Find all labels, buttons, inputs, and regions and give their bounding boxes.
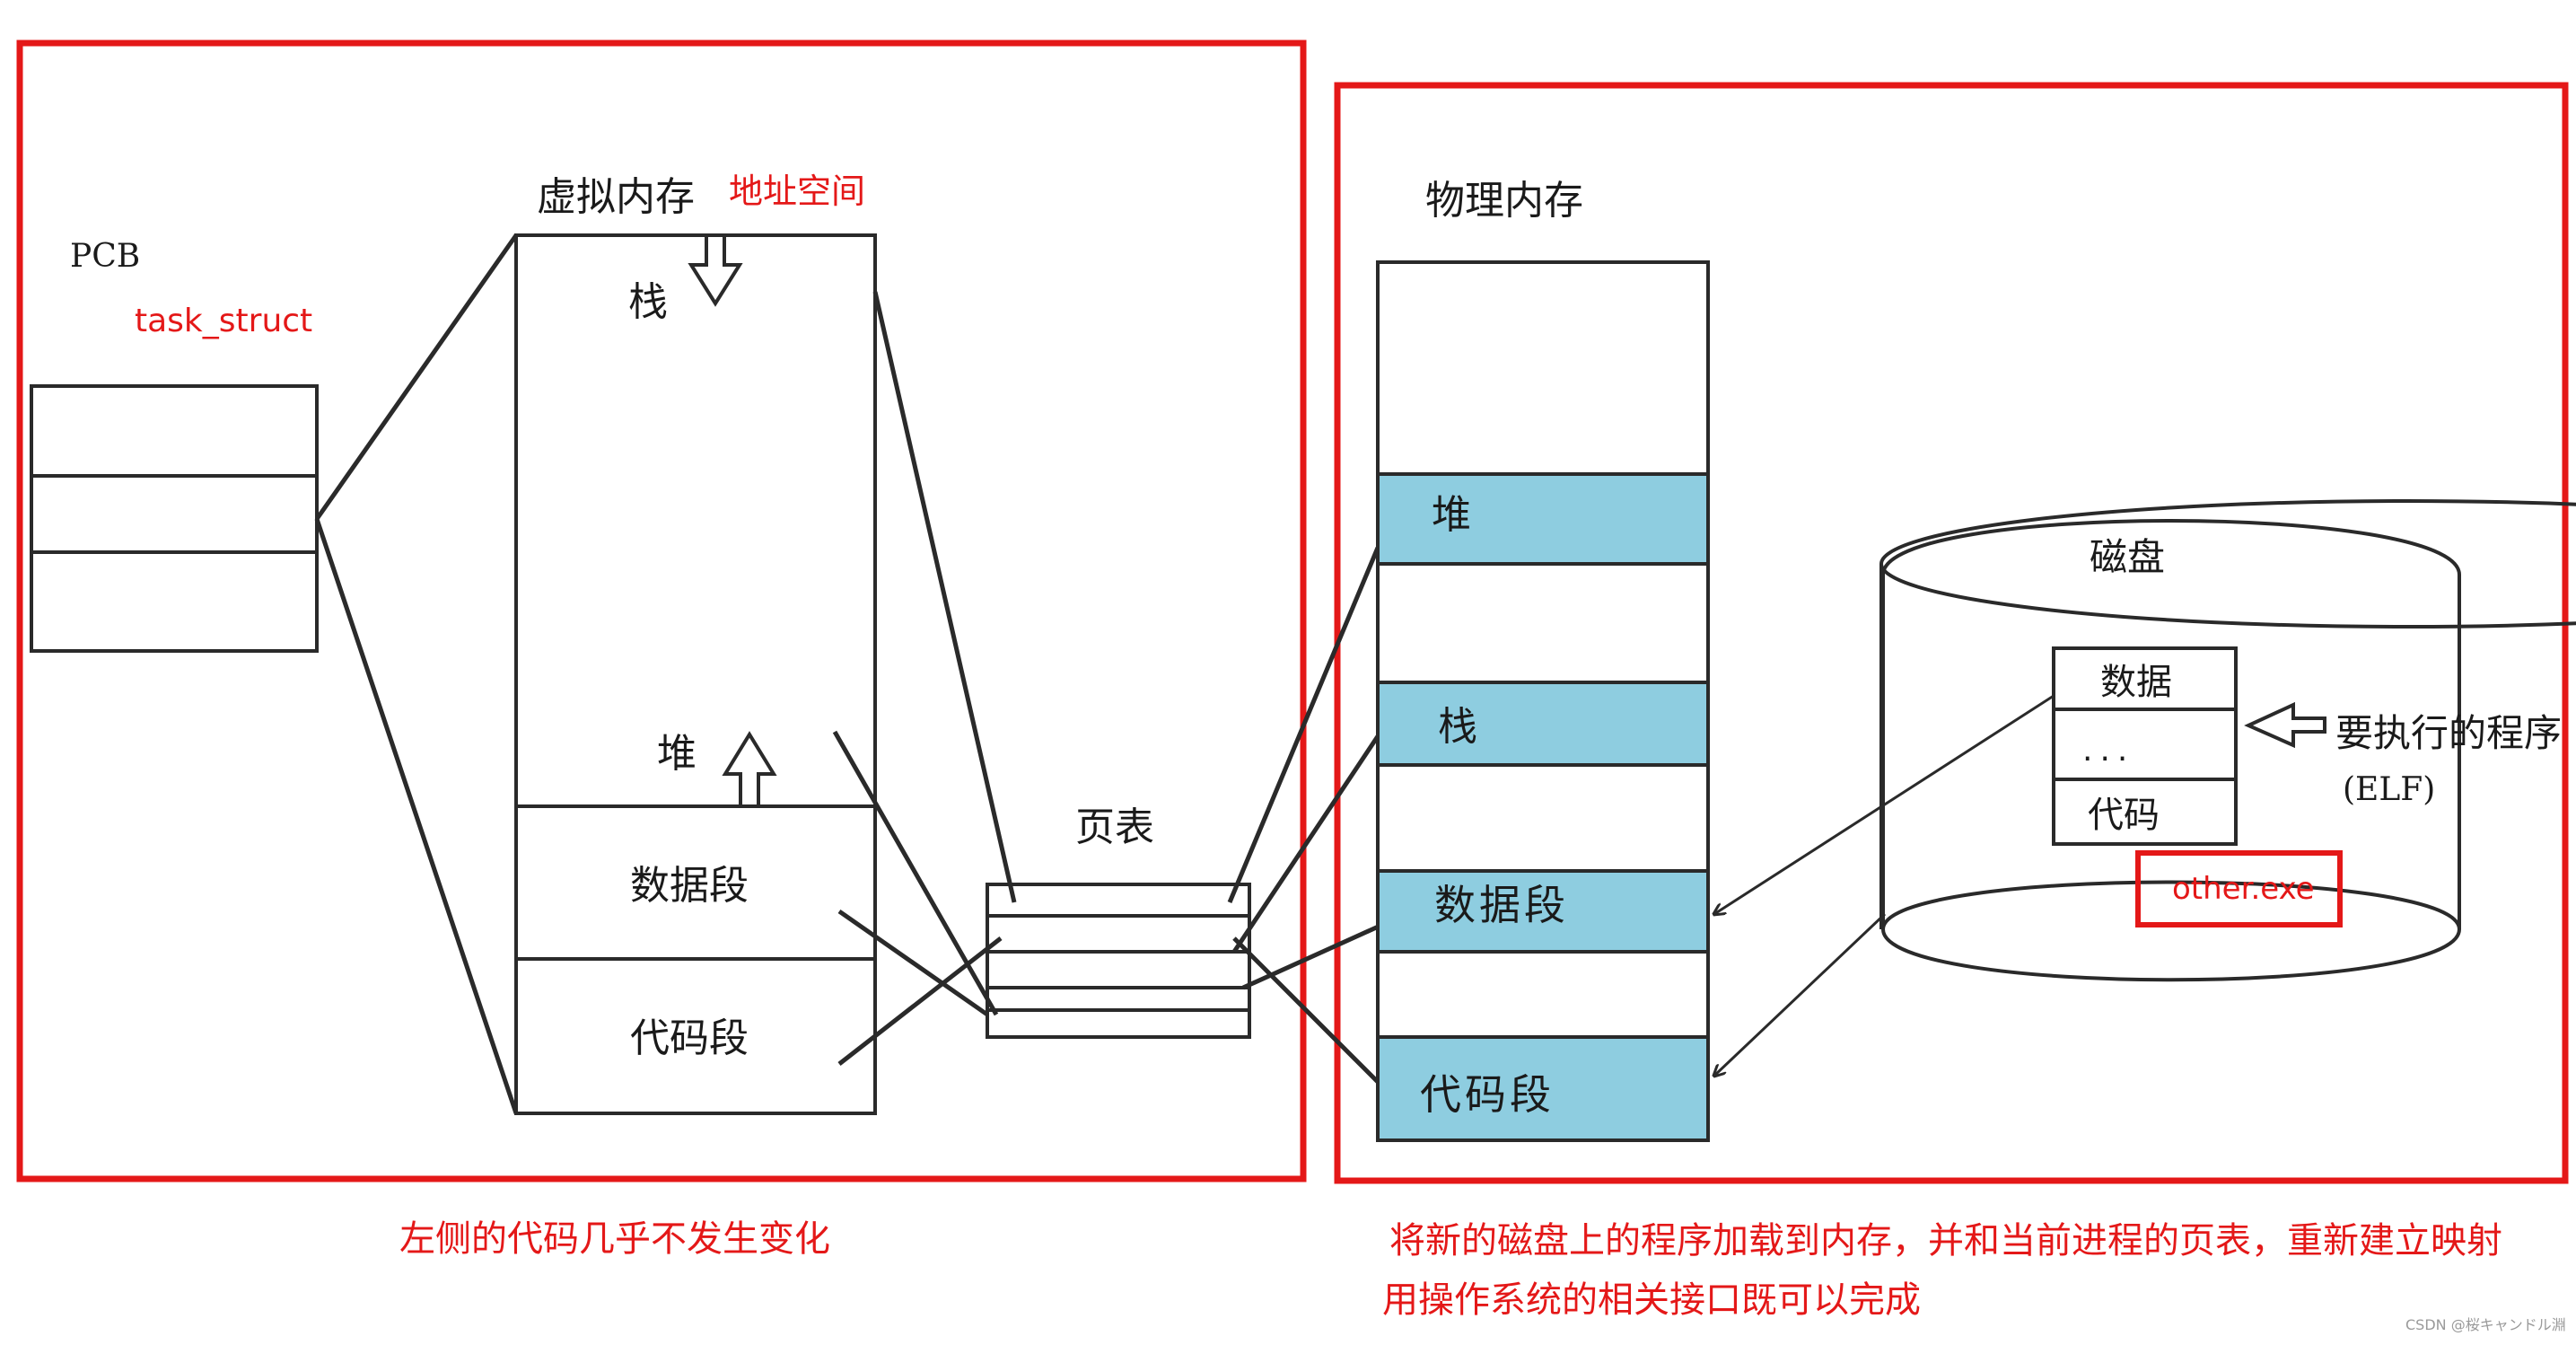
- file-dots-label: ...: [2082, 732, 2135, 769]
- heap-grow-arrow: [722, 731, 777, 806]
- vm-heap-label: 堆: [657, 731, 697, 777]
- program-label: 要执行的程序: [2335, 711, 2563, 755]
- vm-stack-label: 栈: [628, 279, 668, 325]
- left-red-frame: [16, 40, 1307, 1182]
- pcb-box: [30, 384, 319, 653]
- disk-to-pm-code-arrow: [1714, 912, 1887, 1076]
- vm-data-label: 数据段: [630, 863, 749, 909]
- virtual-memory-column: [514, 233, 877, 1115]
- address-space-label: 地址空间: [729, 171, 866, 211]
- right-red-frame: [1334, 82, 2569, 1184]
- disk-outline: [1881, 519, 2461, 982]
- virtual-memory-title: 虚拟内存: [537, 174, 695, 220]
- physical-memory-column: [1376, 260, 1710, 1142]
- elf-label: (ELF): [2343, 771, 2436, 808]
- page-table-box: [986, 883, 1251, 1039]
- pm-data-label: 数据段: [1434, 881, 1569, 929]
- right-caption-line1: 将新的磁盘上的程序加载到内存，并和当前进程的页表，重新建立映射: [1389, 1220, 2502, 1261]
- pagetable-to-pm-lines: [1227, 547, 1384, 1084]
- watermark: CSDN @桜キャンドル淵: [2405, 1316, 2566, 1333]
- physical-memory-title: 物理内存: [1425, 178, 1583, 224]
- task-struct-label: task_struct: [135, 303, 313, 339]
- pm-segment-code: [1378, 1037, 1708, 1140]
- file-code-label: 代码: [2088, 795, 2160, 836]
- file-data-label: 数据: [2100, 662, 2172, 703]
- disk-label: 磁盘: [2090, 535, 2166, 579]
- pm-segment-data: [1378, 871, 1708, 952]
- vm-to-pagetable-lines: [832, 291, 1017, 1066]
- stack-grow-arrow: [688, 235, 743, 307]
- exe-highlight-box: [2135, 850, 2343, 927]
- pm-code-label: 代码段: [1420, 1070, 1555, 1119]
- page-table-label: 页表: [1075, 804, 1154, 850]
- vm-code-label: 代码段: [630, 1015, 749, 1061]
- program-file-box: [2052, 646, 2238, 846]
- pcb-to-vm-lines: [314, 233, 519, 1114]
- pcb-label: PCB: [70, 238, 141, 275]
- pm-segment-stack: [1378, 682, 1708, 765]
- pm-stack-label: 栈: [1438, 704, 1477, 750]
- disk-to-pm-data-arrow: [1714, 694, 2055, 914]
- pm-segment-heap: [1378, 474, 1708, 564]
- left-caption: 左侧的代码几乎不发生变化: [399, 1218, 830, 1260]
- right-caption-line2: 用操作系统的相关接口既可以完成: [1382, 1279, 1921, 1321]
- pm-heap-label: 堆: [1432, 492, 1471, 538]
- program-pointer-arrow: [2244, 701, 2326, 749]
- exe-label: other.exe: [2172, 871, 2315, 907]
